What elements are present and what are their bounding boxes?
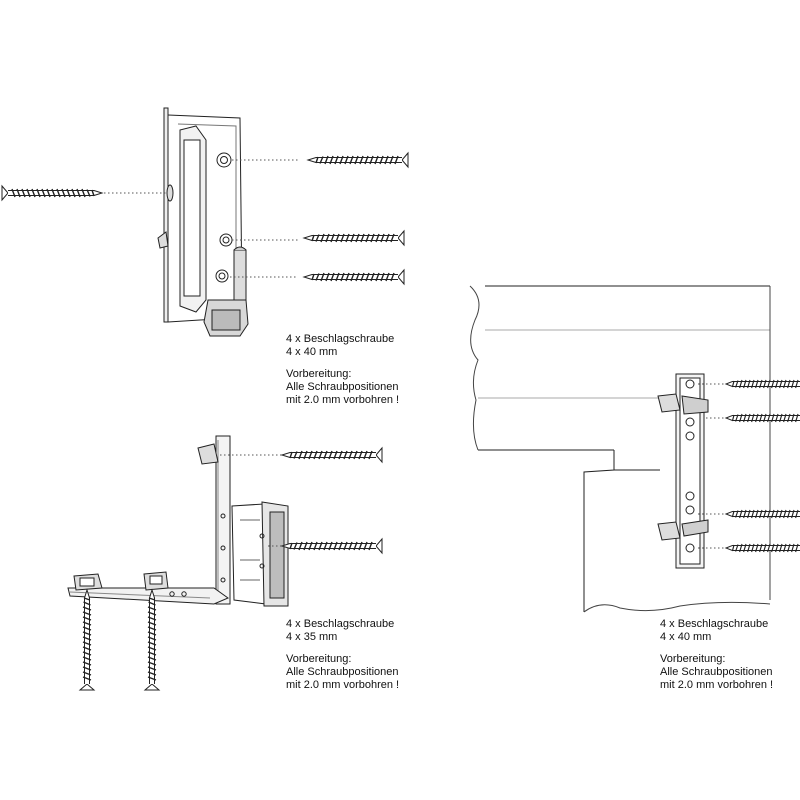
note-prep-line2: mit 2.0 mm vorbohren ! bbox=[286, 679, 400, 691]
note-bottom-left: 4 x Beschlagschraube 4 x 35 mm Vorbereit… bbox=[286, 618, 399, 692]
screw bbox=[304, 270, 404, 284]
screw bbox=[145, 590, 159, 690]
note-title: 4 x Beschlagschraube bbox=[286, 618, 395, 630]
note-prep-label: Vorbereitung: bbox=[660, 653, 726, 665]
note-title: 4 x Beschlagschraube bbox=[660, 618, 769, 630]
screw bbox=[726, 411, 800, 425]
screw bbox=[726, 377, 800, 391]
screw bbox=[726, 507, 800, 521]
screw bbox=[1, 185, 103, 201]
screw bbox=[308, 153, 408, 167]
note-size: 4 x 40 mm bbox=[286, 346, 338, 358]
note-prep-line1: Alle Schraubpositionen bbox=[660, 666, 773, 678]
hinge-top-left bbox=[100, 107, 298, 337]
sash-profile-right bbox=[469, 285, 771, 613]
screw bbox=[726, 541, 800, 555]
screw bbox=[282, 448, 382, 462]
screw bbox=[304, 231, 404, 245]
note-prep-line1: Alle Schraubpositionen bbox=[286, 381, 399, 393]
note-prep-line1: Alle Schraubpositionen bbox=[286, 666, 399, 678]
screw bbox=[80, 590, 94, 690]
screw bbox=[282, 539, 382, 553]
note-size: 4 x 40 mm bbox=[660, 631, 712, 643]
note-prep-line2: mit 2.0 mm vorbohren ! bbox=[286, 394, 400, 406]
note-prep-label: Vorbereitung: bbox=[286, 653, 352, 665]
note-top-left: 4 x Beschlagschraube 4 x 40 mm Vorbereit… bbox=[286, 333, 399, 407]
note-title: 4 x Beschlagschraube bbox=[286, 333, 395, 345]
note-prep-line2: mit 2.0 mm vorbohren ! bbox=[660, 679, 774, 691]
note-right: 4 x Beschlagschraube 4 x 40 mm Vorbereit… bbox=[660, 618, 773, 692]
note-prep-label: Vorbereitung: bbox=[286, 368, 352, 380]
bracket-bottom-left bbox=[67, 435, 310, 620]
note-size: 4 x 35 mm bbox=[286, 631, 338, 643]
